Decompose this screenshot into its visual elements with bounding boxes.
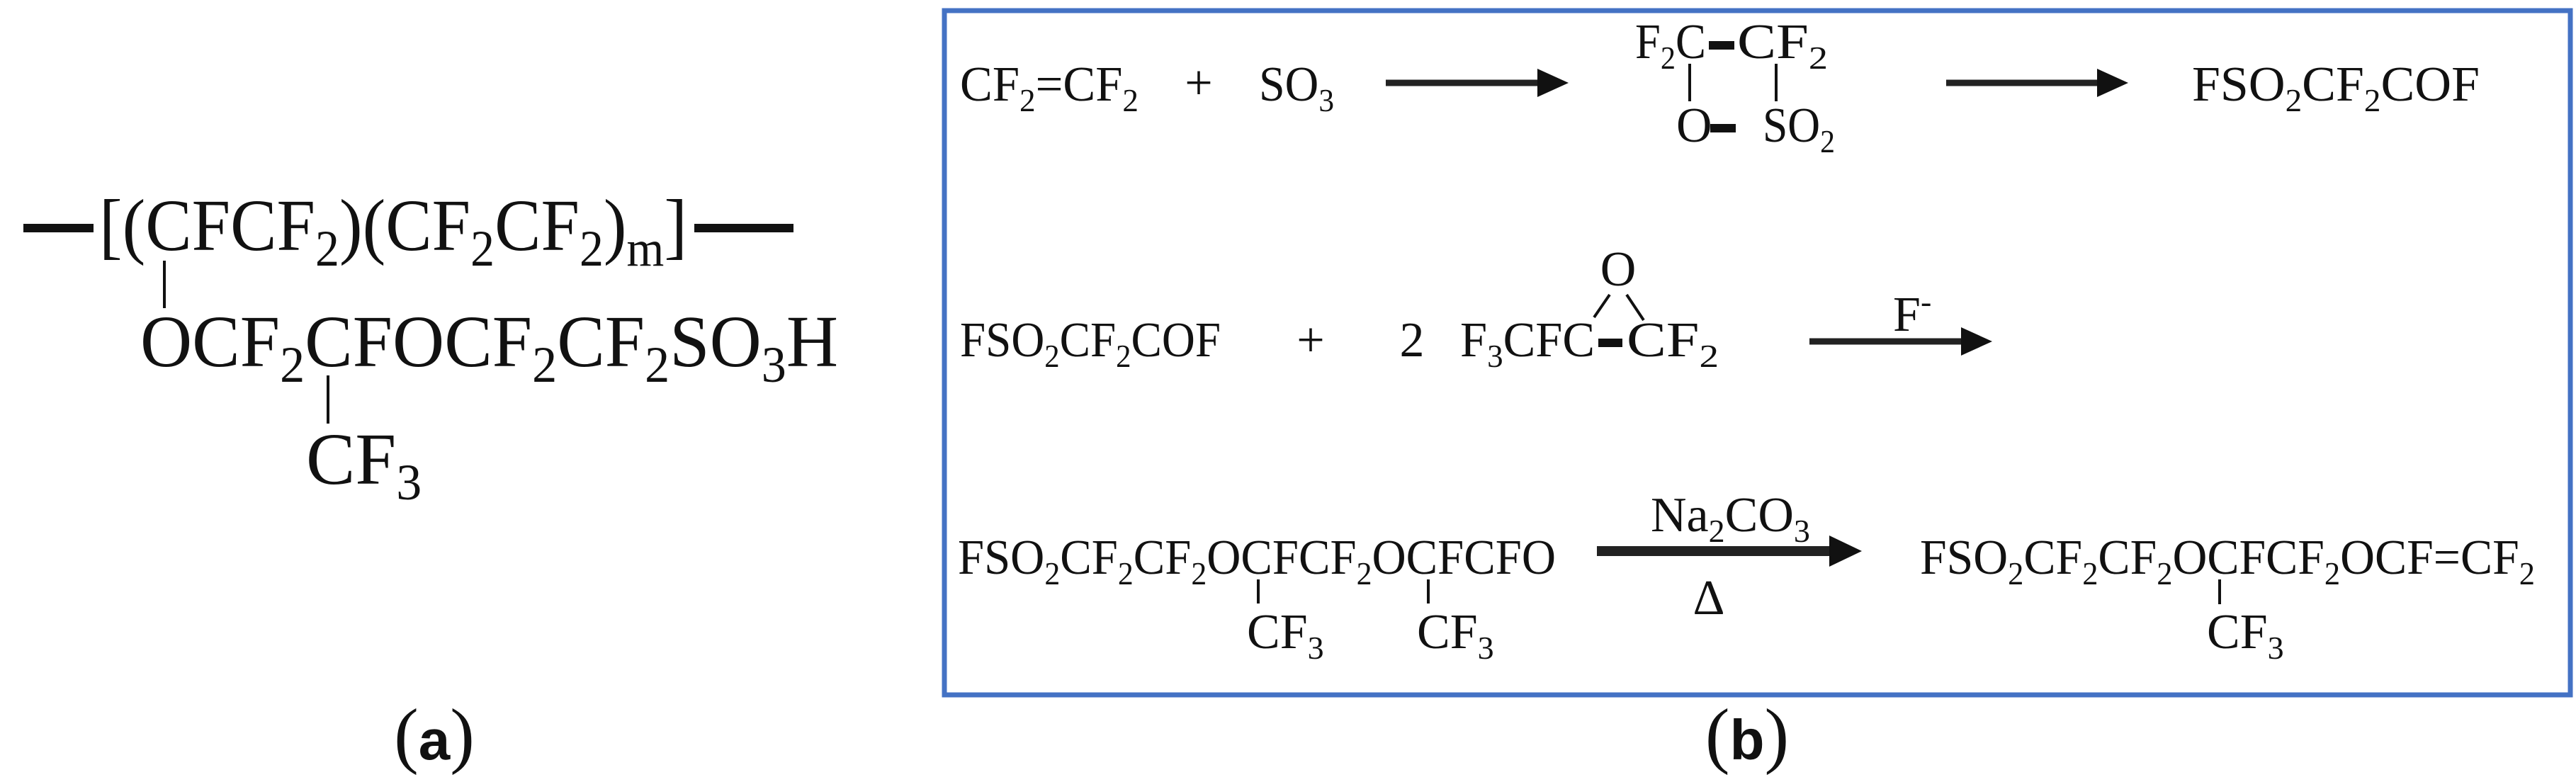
- arrow-head-icon: [2097, 69, 2128, 97]
- epoxide-left-group: F3CFC: [1460, 313, 1595, 374]
- panel-a-structure: [(CFCF2)(CF2CF2)m] OCF2CFOCF2CF2SO3H CF3: [23, 185, 838, 511]
- so3-formula: SO3: [1259, 57, 1334, 118]
- plus-sign: +: [1185, 56, 1212, 110]
- backbone-formula: [(CFCF2)(CF2CF2)m]: [99, 185, 687, 277]
- arrow-head-icon: [1537, 69, 1569, 97]
- fso2cf2cof-reactant: FSO2CF2COF: [960, 313, 1221, 374]
- reactant-branch-cf3-2: CF3: [1417, 605, 1494, 666]
- reaction-arrow: [1386, 69, 1569, 97]
- ring-f2c: F2C: [1635, 15, 1706, 76]
- heat-condition: Δ: [1693, 571, 1724, 625]
- arrow-head-icon: [1961, 327, 1992, 356]
- product-branch-cf3: CF3: [2207, 605, 2284, 666]
- epoxide-bond-left: [1593, 293, 1611, 319]
- ring-so2: SO2: [1763, 98, 1835, 159]
- ring-oxygen: O: [1676, 98, 1712, 153]
- acyl-fluoride-reactant: FSO2CF2CF2OCFCF2OCFCFO: [958, 531, 1556, 591]
- panel-b-frame: [942, 8, 2573, 698]
- reactant-branch-cf3-1: CF3: [1247, 605, 1324, 666]
- caption-a: (a): [394, 694, 475, 776]
- reaction-arrow: [1809, 327, 1992, 356]
- reaction-row-3: FSO2CF2CF2OCFCF2OCFCFO CF3 CF3 Na2CO3 Δ …: [958, 488, 2535, 666]
- vinyl-ether-product: FSO2CF2CF2OCFCF2OCF=CF2: [1920, 531, 2535, 591]
- epoxide-oxygen: O: [1600, 242, 1637, 297]
- reaction-arrow: [1946, 69, 2128, 97]
- stoichiometric-coefficient: 2: [1400, 313, 1425, 368]
- reaction-arrow: [1597, 536, 1862, 567]
- side-chain-formula: OCF2CFOCF2CF2SO3H: [140, 301, 838, 393]
- epoxide-bond-right: [1625, 293, 1645, 322]
- branch-cf3: CF3: [306, 419, 422, 511]
- arrow-head-icon: [1829, 536, 1862, 567]
- plus-sign: +: [1297, 313, 1324, 368]
- fso2cf2cof-product: FSO2CF2COF: [2192, 57, 2480, 118]
- caption-b: (b): [1705, 694, 1789, 776]
- fluoride-catalyst: F-: [1893, 283, 1931, 342]
- tfe-formula: CF2=CF2: [960, 57, 1139, 118]
- sodium-carbonate-reagent: Na2CO3: [1651, 488, 1810, 549]
